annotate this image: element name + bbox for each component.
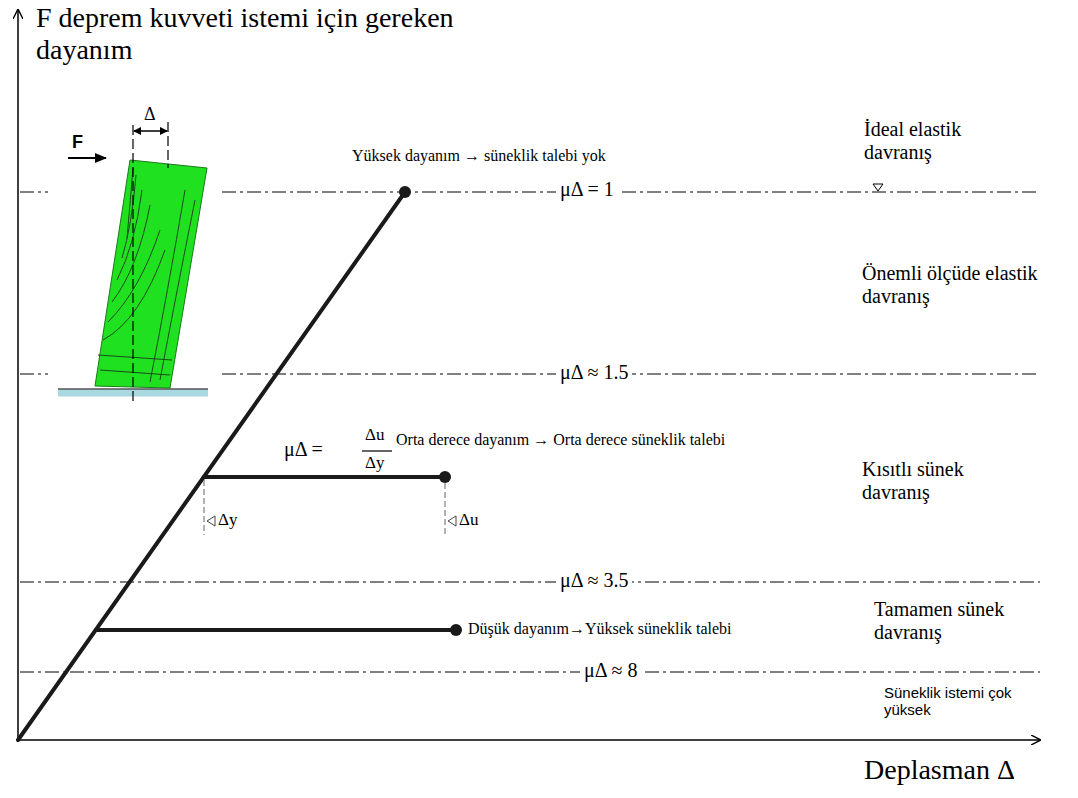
force-axis <box>17 10 19 742</box>
yield-displacement: Δy <box>218 510 237 530</box>
force-label: F <box>72 132 83 153</box>
behaviour-label: Tamamen sünek davranış <box>874 598 1049 644</box>
end-dots <box>399 186 462 636</box>
note-text: Orta derece dayanım → Orta derece sünekl… <box>396 431 725 449</box>
note-text: Yüksek dayanım → süneklik talebi yok <box>352 147 606 165</box>
formula-numerator: Δu <box>365 425 384 445</box>
behaviour-label: İdeal elastik davranış <box>864 118 1024 164</box>
formula-denominator: Δy <box>365 453 384 473</box>
fraction-bar <box>362 450 392 451</box>
axis-title: Deplasman Δ <box>864 754 1015 786</box>
displacement-axis <box>16 739 1040 741</box>
ultimate-displacement: Δu <box>459 510 478 530</box>
response-curves <box>18 192 456 740</box>
level-marker <box>873 184 883 191</box>
ductility-level: μΔ ≈ 1.5 <box>556 361 632 384</box>
ductility-level: μΔ ≈ 8 <box>580 659 641 682</box>
column-illustration <box>58 122 208 402</box>
behaviour-label: Önemli ölçüde elastik davranış <box>862 262 1042 308</box>
ductility-formula: μΔ = <box>284 438 323 461</box>
note-text: Süneklik istemi çok yüksek <box>884 684 1049 719</box>
displacement-label: Δ <box>144 104 156 125</box>
note-text: Düşük dayanım→Yüksek süneklik talebi <box>468 620 732 638</box>
ductility-level: μΔ = 1 <box>556 178 618 201</box>
axis-title: F deprem kuvveti istemi için gereken day… <box>36 2 466 66</box>
behaviour-label: Kısıtlı sünek davranış <box>862 458 1022 504</box>
dy-du-markers <box>204 480 445 535</box>
marker-triangles <box>207 516 456 526</box>
ductility-level: μΔ ≈ 3.5 <box>556 569 632 592</box>
